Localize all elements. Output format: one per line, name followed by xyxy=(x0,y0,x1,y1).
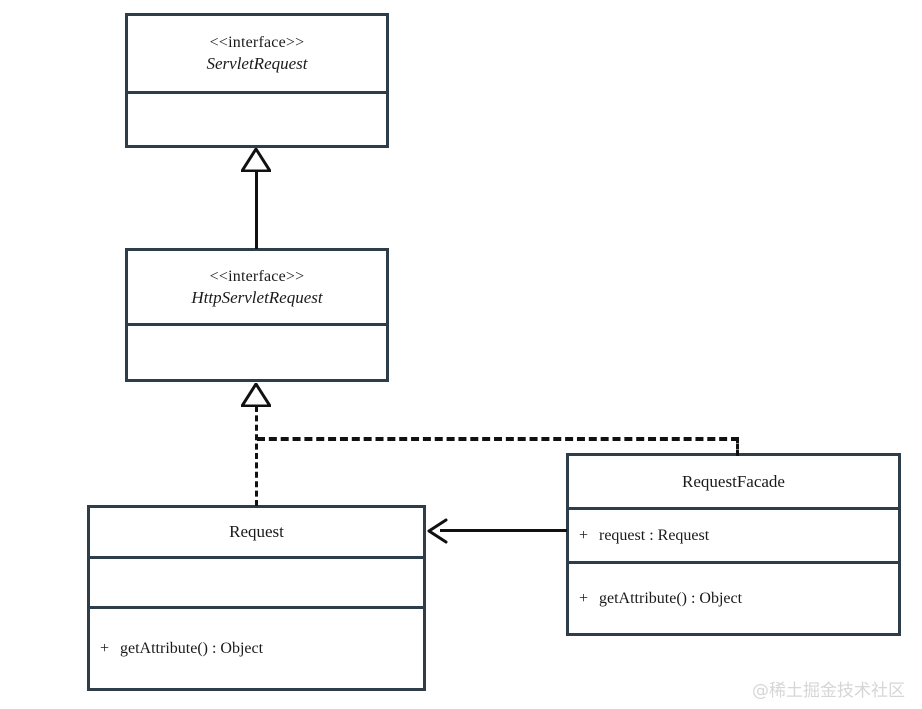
connector-line xyxy=(255,406,258,506)
class-box-request-facade[interactable]: RequestFacade + request : Request + getA… xyxy=(566,453,901,636)
class-member-row: + getAttribute() : Object xyxy=(90,640,423,658)
stereotype-label: <<interface>> xyxy=(209,33,305,51)
class-header-request-facade: RequestFacade xyxy=(569,456,898,507)
class-box-http-servlet-request[interactable]: <<interface>> HttpServletRequest xyxy=(125,248,389,382)
class-attributes-request xyxy=(90,556,423,606)
class-name-label: Request xyxy=(229,522,284,542)
class-member-row: + request : Request xyxy=(569,527,898,545)
connector-line xyxy=(257,437,739,441)
member-visibility: + xyxy=(100,639,110,657)
member-signature: getAttribute() : Object xyxy=(120,639,264,657)
hollow-triangle-arrowhead xyxy=(241,383,271,407)
class-header-servlet-request: <<interface>> ServletRequest xyxy=(128,16,386,92)
class-attributes-servlet-request xyxy=(128,91,386,145)
member-signature: request : Request xyxy=(599,526,710,544)
class-header-http-servlet-request: <<interface>> HttpServletRequest xyxy=(128,251,386,324)
class-attributes-request-facade: + request : Request xyxy=(569,507,898,561)
member-visibility: + xyxy=(579,526,589,544)
class-name-label: RequestFacade xyxy=(682,471,785,491)
class-box-servlet-request[interactable]: <<interface>> ServletRequest xyxy=(125,13,389,148)
class-name-label: ServletRequest xyxy=(206,53,308,73)
connector-line xyxy=(440,529,567,532)
stereotype-label: <<interface>> xyxy=(209,267,305,285)
class-attributes-http-servlet-request xyxy=(128,323,386,379)
connector-line xyxy=(255,171,258,249)
member-signature: getAttribute() : Object xyxy=(599,589,743,607)
hollow-triangle-arrowhead xyxy=(241,148,271,172)
class-header-request: Request xyxy=(90,508,423,556)
member-visibility: + xyxy=(579,589,589,607)
class-member-row: + getAttribute() : Object xyxy=(569,590,898,608)
class-methods-request-facade: + getAttribute() : Object xyxy=(569,561,898,633)
open-arrowhead xyxy=(426,518,448,544)
connector-line xyxy=(736,437,739,456)
class-name-label: HttpServletRequest xyxy=(191,287,323,307)
class-methods-request: + getAttribute() : Object xyxy=(90,606,423,688)
watermark-label: @稀土掘金技术社区 xyxy=(752,681,905,701)
class-box-request[interactable]: Request + getAttribute() : Object xyxy=(87,505,426,691)
